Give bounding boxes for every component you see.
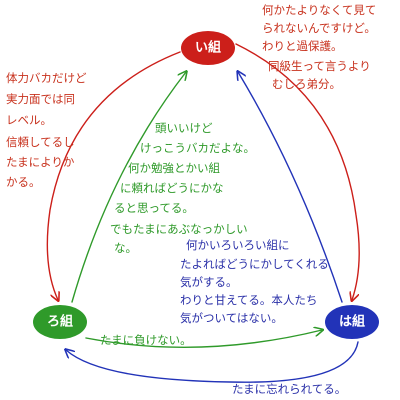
- note-i-to-ha: 何かたよりなくて見て られないんですけど。 わりと過保護。 同級生って言うより …: [262, 3, 376, 91]
- note-i-to-ro: 体力バカだけど 実力面では同 レベル。 信頼してるし たまによりか かる。: [6, 71, 87, 189]
- note-line: むしろ弟分。: [272, 77, 341, 91]
- note-line: 何かいろいろい組に: [186, 238, 290, 252]
- note-line: 気がついてはない。: [180, 311, 283, 325]
- edge-ha-to-i: [238, 72, 343, 303]
- node-ro-label: ろ組: [47, 314, 73, 330]
- edge-ro-to-ha: [85, 330, 322, 348]
- note-line: ると思ってる。: [114, 201, 194, 215]
- note-line: かる。: [6, 175, 41, 189]
- node-ro: ろ組: [33, 305, 87, 339]
- note-line: けっこうバカだよな。: [140, 141, 255, 155]
- note-line: たまに負けない。: [100, 333, 192, 347]
- note-line: 信頼してるし: [6, 135, 75, 149]
- note-line: レベル。: [6, 113, 52, 127]
- note-line: 同級生って言うより: [268, 59, 371, 73]
- note-line: 何か勉強とかい組: [128, 161, 220, 175]
- node-i-label: い組: [195, 40, 221, 56]
- note-line: でもたまにあぶなっかしい: [110, 222, 248, 236]
- note-line: わりと過保護。: [262, 39, 343, 53]
- node-ha: は組: [325, 305, 379, 339]
- note-line: な。: [114, 241, 137, 255]
- note-ro-to-ha: たまに負けない。: [100, 333, 192, 347]
- edge-i-to-ro: [46, 51, 181, 300]
- note-ro-to-i: 頭いいけど けっこうバカだよな。 何か勉強とかい組 に頼ればどうにかな ると思っ…: [110, 121, 255, 255]
- edge-i-to-ha: [235, 43, 360, 300]
- note-line: わりと甘えてる。本人たち: [180, 293, 317, 307]
- note-line: に頼ればどうにかな: [120, 181, 224, 195]
- note-ha-to-i: 何かいろいろい組に たよればどうにかしてくれる 気がする。 わりと甘えてる。本人…: [180, 238, 329, 325]
- note-line: 実力面では同: [6, 92, 75, 106]
- edge-ro-to-i: [71, 72, 186, 303]
- note-line: たまに忘れられてる。: [232, 382, 346, 396]
- edge-ha-to-ro: [66, 341, 359, 383]
- note-line: たまによりか: [6, 155, 75, 169]
- note-line: 気がする。: [180, 275, 238, 289]
- note-line: 何かたよりなくて見て: [262, 3, 376, 17]
- note-line: られないんですけど。: [262, 21, 376, 35]
- note-line: たよればどうにかしてくれる: [180, 257, 329, 271]
- note-ha-to-ro: たまに忘れられてる。: [232, 382, 346, 396]
- note-line: 頭いいけど: [155, 121, 213, 135]
- node-i: い組: [181, 31, 235, 65]
- node-ha-label: は組: [339, 314, 365, 330]
- note-line: 体力バカだけど: [6, 71, 87, 85]
